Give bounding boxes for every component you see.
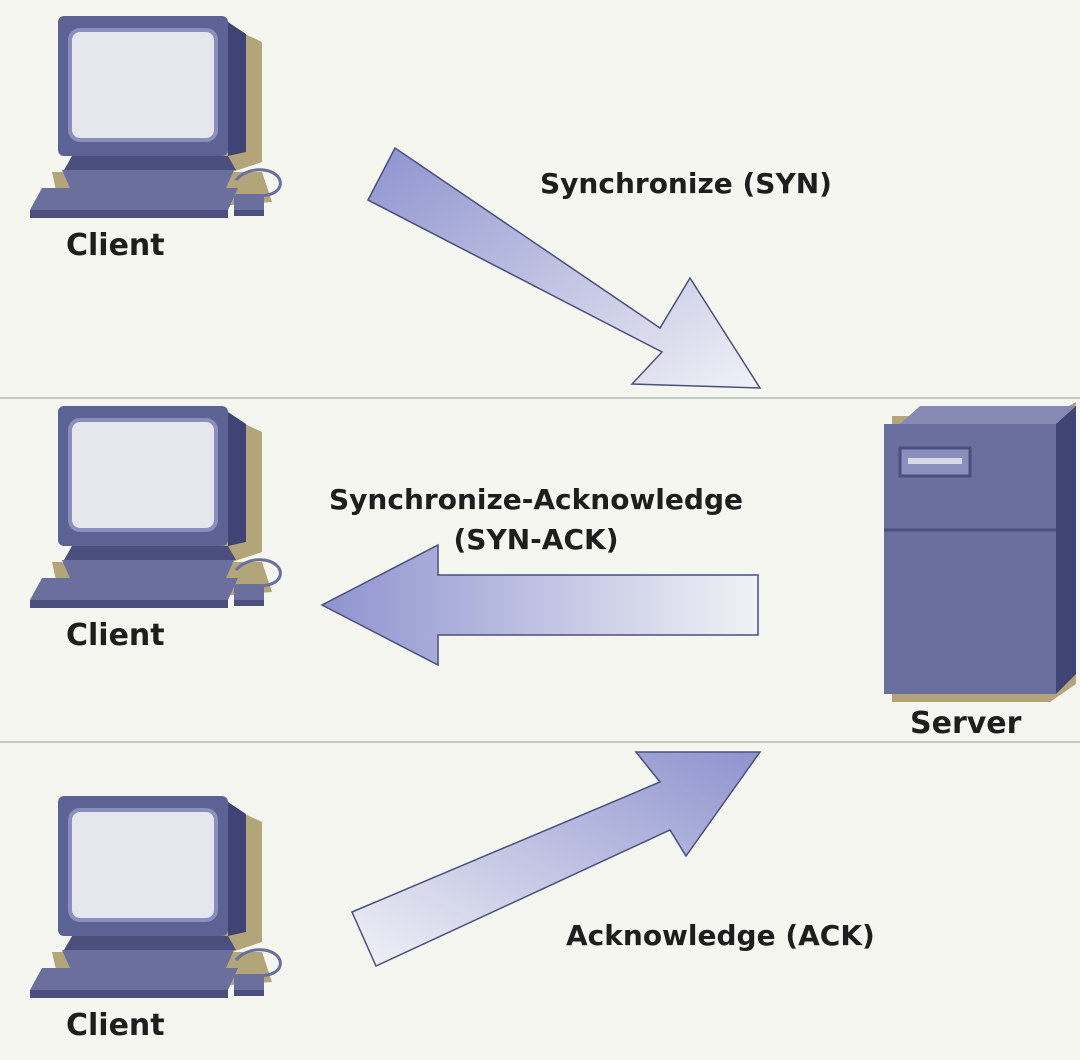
section-divider-1 — [0, 397, 1080, 399]
syn-label: Synchronize (SYN) — [540, 164, 832, 204]
computer-icon — [22, 402, 282, 612]
server-label: Server — [910, 706, 1021, 741]
syn-ack-label: Synchronize-Acknowledge (SYN-ACK) — [286, 480, 786, 560]
ack-label: Acknowledge (ACK) — [566, 916, 875, 956]
client-label-1: Client — [66, 228, 165, 263]
syn-ack-label-line2: (SYN-ACK) — [286, 520, 786, 560]
section-divider-2 — [0, 741, 1080, 743]
syn-ack-label-line1: Synchronize-Acknowledge — [286, 480, 786, 520]
server-icon — [880, 402, 1080, 702]
computer-icon — [22, 792, 282, 1002]
client-label-3: Client — [66, 1008, 165, 1043]
computer-icon — [22, 12, 282, 222]
client-label-2: Client — [66, 618, 165, 653]
